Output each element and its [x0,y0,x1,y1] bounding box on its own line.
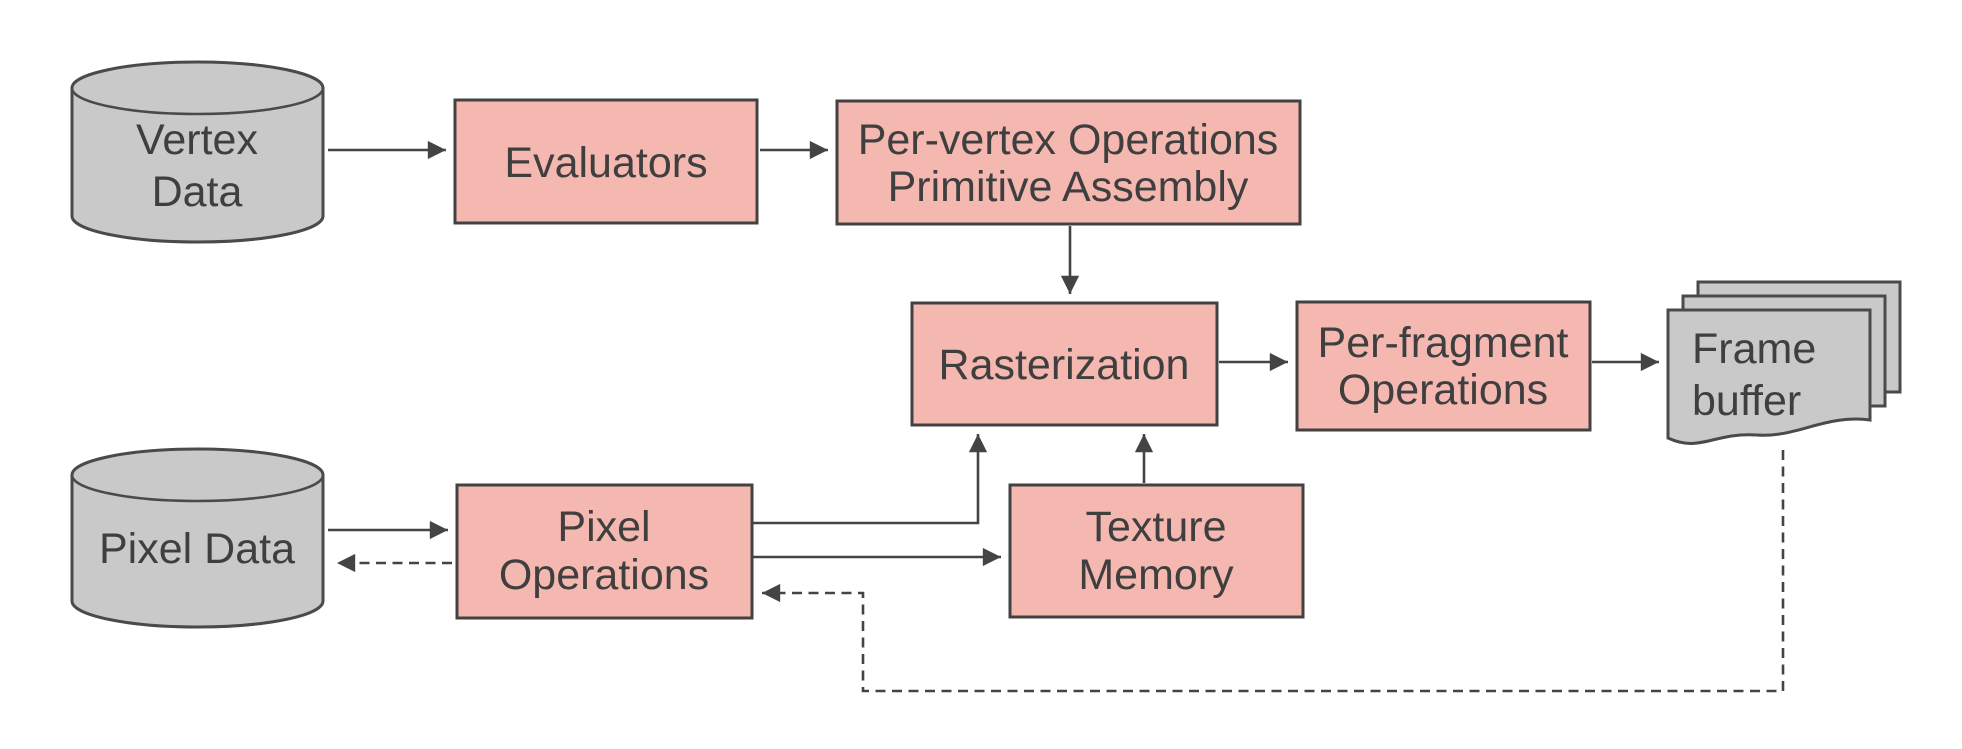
evaluators-box [453,98,759,225]
vertex-data-cylinder-rim [70,87,325,116]
node-pixel-data: Pixel Data [70,447,325,629]
per-fragment-operations-label-line2: Operations [1338,366,1548,414]
pixel-data-cylinder-shape [70,447,325,629]
pixel-data-cylinder-rim [70,474,325,503]
node-per-vertex-operations: Per-vertex Operations Primitive Assembly [835,99,1302,226]
node-evaluators: Evaluators [453,98,759,225]
rasterization-box [910,301,1219,427]
node-pixel-operations: Pixel Operations [455,483,754,620]
vertex-data-cylinder-shape [70,60,325,244]
frame-buffer-page-front [1666,308,1872,445]
per-vertex-operations-label-line1: Per-vertex Operations [858,116,1279,164]
per-vertex-operations-label-line2: Primitive Assembly [888,163,1249,211]
edge-pixel-operations-to-rasterization [752,434,988,525]
texture-memory-label-line2: Memory [1078,551,1234,599]
edges [328,140,1785,693]
per-fragment-operations-box [1295,300,1592,432]
vertex-data-label-line1: Vertex [136,116,258,164]
node-per-fragment-operations: Per-fragment Operations [1295,300,1592,432]
rasterization-label: Rasterization [939,341,1190,389]
pixel-operations-label-line1: Pixel [557,503,650,551]
pixel-data-label: Pixel Data [99,525,295,573]
node-rasterization: Rasterization [910,301,1219,427]
per-vertex-operations-box [835,99,1302,226]
node-texture-memory: Texture Memory [1008,483,1305,619]
frame-buffer-label-line1: Frame [1692,325,1816,373]
frame-buffer-label-line2: buffer [1692,377,1801,425]
vertex-data-label-line2: Data [152,168,243,216]
texture-memory-label-line1: Texture [1085,503,1226,551]
evaluators-label: Evaluators [504,139,707,187]
per-fragment-operations-label-line1: Per-fragment [1318,319,1569,367]
node-frame-buffer: Frame buffer [1666,280,1902,445]
edge-frame-buffer-to-pixel-operations-dashed [762,450,1785,693]
pixel-operations-box [455,483,754,620]
texture-memory-box [1008,483,1305,619]
node-vertex-data: Vertex Data [70,60,325,244]
pixel-operations-label-line2: Operations [499,551,709,599]
